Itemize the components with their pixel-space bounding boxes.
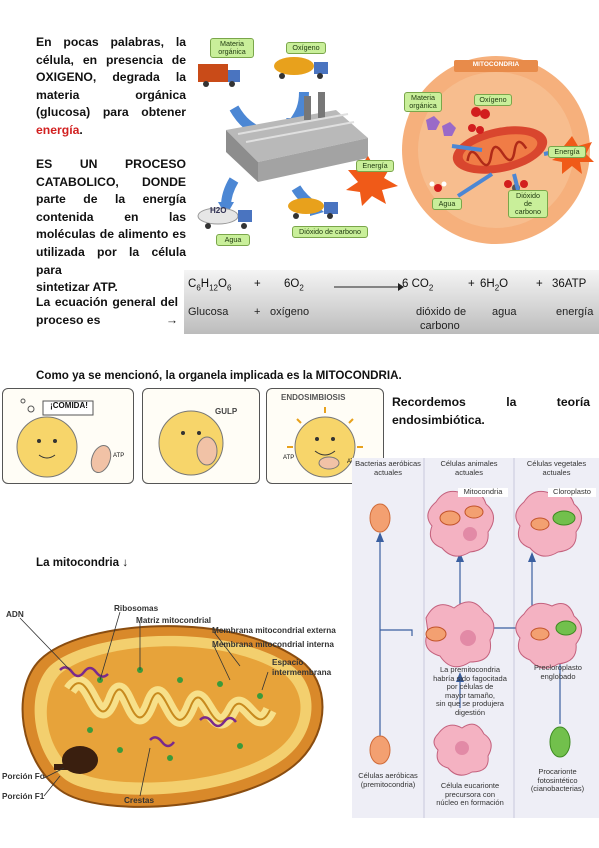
gulp-label: GULP <box>215 407 238 416</box>
matriz-label: Matriz mitocondrial <box>136 616 212 625</box>
intro-line: energía. <box>36 122 83 137</box>
cloroplasto-label: Cloroplasto <box>548 487 596 497</box>
energy-name: energía <box>556 306 594 318</box>
recordemos-paragraph: Recordemos la teoría endosimbiótica. <box>392 394 590 429</box>
glucose-formula: C6H12O6 <box>188 278 232 293</box>
organelle-line: Como ya se mencionó, la organela implica… <box>36 369 402 382</box>
equation-intro-line: La ecuación general del <box>36 295 178 309</box>
mitocondria-label: Mitocondria <box>458 487 508 497</box>
energia-tag: Energía <box>356 160 394 172</box>
equation-intro-line: proceso es → <box>36 312 178 330</box>
catabolic-line: sintetizar ATP. <box>36 280 118 295</box>
cartoon-panel-gulp: GULP <box>142 388 260 484</box>
mito-agua-tag: Agua <box>432 198 462 210</box>
porcion-fo-label: Porción Fo <box>2 772 45 781</box>
catabolic-line: moléculas de alimento es <box>36 227 186 242</box>
agua-tag: Agua <box>216 234 250 246</box>
intro-line: En pocas palabras, la <box>36 35 186 49</box>
mitocondria-anatomy-diagram: ADN Ribosomas Matriz mitocondrial Membra… <box>0 600 350 820</box>
catabolic-line: CATABOLICO, DONDE <box>36 174 186 189</box>
atp-label: ATP <box>113 453 125 459</box>
water-formula: 6H2O <box>480 278 509 293</box>
mitocondria-anatomy-illustration <box>19 611 324 808</box>
co2-name: carbono <box>420 320 460 332</box>
plus-sign: + <box>254 278 261 290</box>
mito-oxigeno-tag: Oxígeno <box>474 94 512 106</box>
cartoon-comida-illustration <box>16 398 112 478</box>
cartoon-panel-comida: ¡COMIDA! ATP <box>2 388 134 484</box>
intro-line: OXIGENO, degrada la <box>36 70 186 85</box>
mitocondria-title: La mitocondria ↓ <box>36 556 129 569</box>
atp-label: ATP <box>283 455 295 461</box>
factory-illustration <box>197 57 398 229</box>
recordemos-line: Recordemos la teoría <box>392 395 590 409</box>
oxigeno-tag: Oxígeno <box>286 42 326 54</box>
endosimbiosis-title: ENDOSIMBIOSIS <box>281 393 346 402</box>
porcion-f1-label: Porción F1 <box>2 792 45 801</box>
plus-sign: + <box>468 278 475 290</box>
mitocondria-header: MITOCONDRIA <box>472 61 520 68</box>
glucose-name: Glucosa <box>188 306 229 318</box>
crestas-label: Crestas <box>124 796 155 805</box>
membrana-externa-label: Membrana mitocondrial externa <box>212 626 336 635</box>
cartoon-gulp-illustration <box>158 410 224 476</box>
recordemos-line: endosimbiótica. <box>392 412 485 427</box>
reaction-arrow-icon <box>334 283 404 291</box>
arrow-right-icon: → <box>165 312 178 327</box>
aerobic-cells-label: Células aeróbicas(premitocondria) <box>358 771 418 789</box>
endosymbiosis-illustration <box>369 458 582 818</box>
intro-line: (glucosa) para obtener <box>36 105 186 120</box>
catabolic-line: parte de la energía <box>36 192 186 207</box>
plus-sign: + <box>254 306 261 318</box>
atp-formula: 36ATP <box>552 278 587 290</box>
membrana-interna-label: Membrana mitocondrial interna <box>212 640 334 649</box>
intro-line: materia orgánica <box>36 87 186 102</box>
co2-name: dióxido de <box>416 306 467 318</box>
co2-formula: 6 CO2 <box>402 278 434 293</box>
catabolic-line: utilizada por la célula para <box>36 244 186 277</box>
catabolic-paragraph: ES UN PROCESO CATABOLICO, DONDE parte de… <box>36 156 186 297</box>
oxygen-name: oxígeno <box>270 306 310 318</box>
h2o-label: H2O <box>210 206 227 215</box>
equation-box: C6H12O6 + 6O2 6 CO2 + 6H2O + 36ATP Gluco… <box>184 270 599 334</box>
catabolic-line: contenida en las <box>36 209 186 224</box>
intro-paragraph: En pocas palabras, la célula, en presenc… <box>36 34 186 140</box>
mito-energia-tag: Energía <box>548 146 586 158</box>
equation-intro: La ecuación general del proceso es → <box>36 294 178 329</box>
water-name: agua <box>492 306 517 318</box>
adn-label: ADN <box>6 610 24 619</box>
comida-bubble: ¡COMIDA! <box>50 401 88 410</box>
oxygen-formula: 6O2 <box>284 278 304 293</box>
dioxido-tag: Dióxido de carbono <box>292 226 368 238</box>
intro-line: célula, en presencia de <box>36 52 186 67</box>
energia-highlight: energía <box>36 122 80 137</box>
plus-sign: + <box>536 278 543 290</box>
catabolic-line: ES UN PROCESO <box>36 157 186 171</box>
cartoon-endosimbiosis-illustration <box>287 407 363 478</box>
ribosomas-label: Ribosomas <box>114 604 159 613</box>
